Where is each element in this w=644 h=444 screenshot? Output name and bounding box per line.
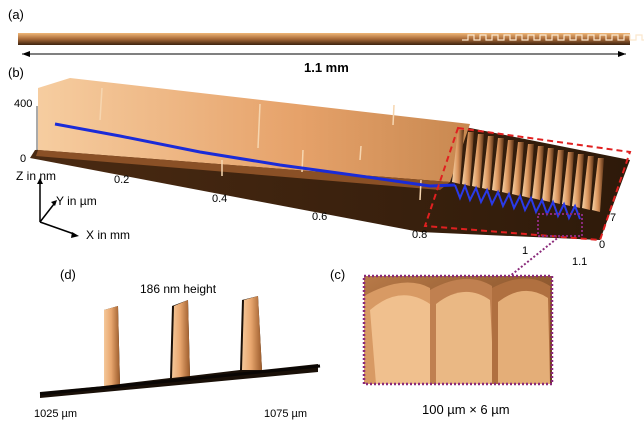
panel-d-x-right: 1075 µm [264, 408, 308, 420]
panel-b-surface [30, 78, 632, 277]
scale-bar [22, 51, 626, 57]
x-tick-0-8: 0.8 [412, 229, 428, 241]
panel-c-zoom [362, 274, 554, 386]
panel-d-title: 186 nm height [140, 282, 217, 296]
z-tick-400: 400 [14, 98, 33, 110]
x-axis-label: X in mm [86, 228, 131, 242]
x-tick-1: 1 [522, 245, 529, 257]
profile-line [54, 122, 456, 188]
x-tick-0-6: 0.6 [312, 211, 328, 223]
panel-d-label: (d) [60, 267, 76, 282]
panel-d-x-left: 1025 µm [34, 408, 78, 420]
x-tick-0-4: 0.4 [212, 193, 228, 205]
panel-a-label: (a) [8, 7, 24, 22]
grating-ridges [452, 130, 604, 212]
panel-d-profile [39, 296, 321, 398]
panel-a-strip [18, 33, 644, 45]
axis-arrows [37, 178, 79, 238]
grating-highlight-box [423, 126, 632, 242]
z-tick-0: 0 [20, 153, 27, 165]
z-axis-label: Z in nm [16, 169, 57, 183]
panel-c-dims: 100 µm × 6 µm [422, 402, 510, 417]
x-tick-1-1: 1.1 [572, 256, 588, 268]
scale-bar-label: 1.1 mm [304, 60, 349, 75]
panel-b-label: (b) [8, 65, 24, 80]
y-tick-0: 0 [599, 239, 606, 251]
panel-c-label: (c) [330, 267, 346, 282]
y-axis-label: Y in µm [56, 194, 97, 208]
x-tick-0-2: 0.2 [114, 174, 130, 186]
y-tick-7: 7 [610, 212, 617, 224]
